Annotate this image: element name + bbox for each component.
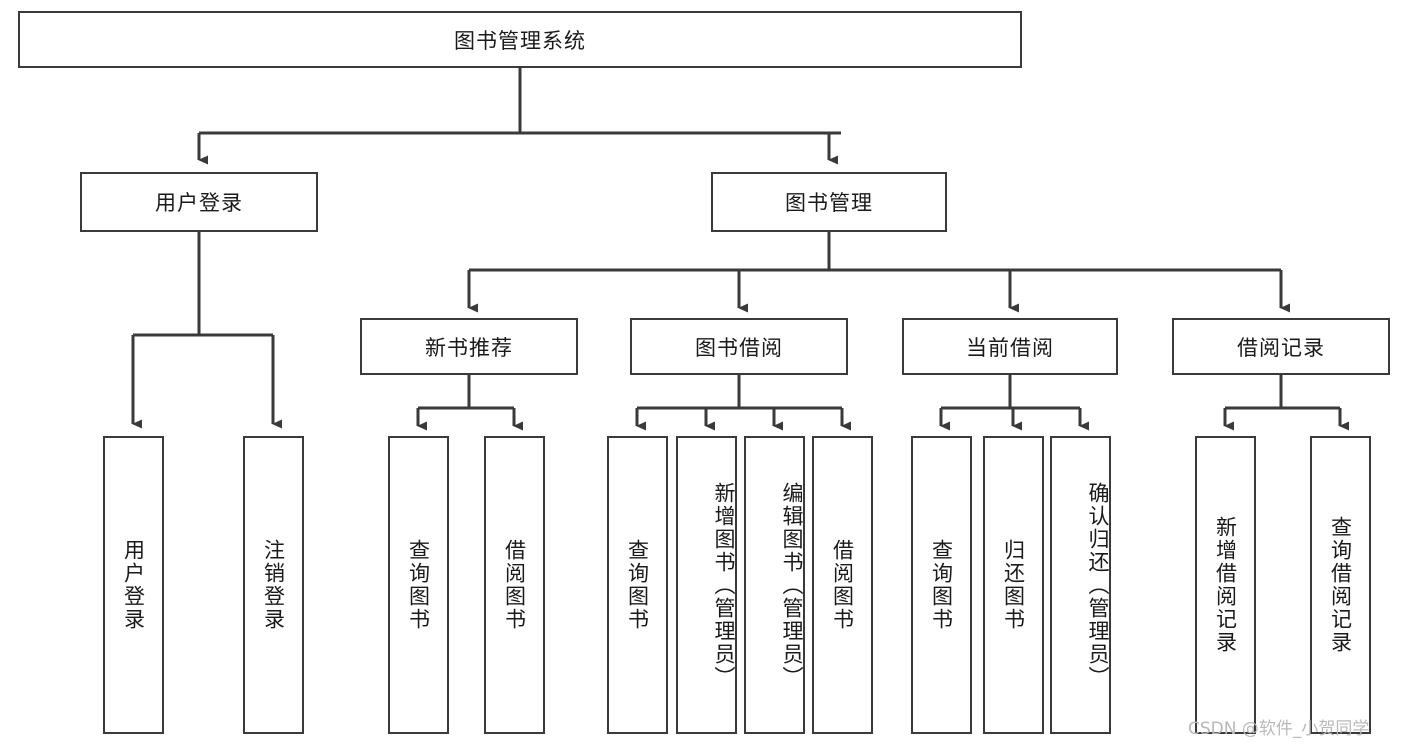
node-label: 归还图书 [1001, 539, 1026, 631]
node-leaf-edit-book-admin[interactable]: 编辑图书（管理员） [744, 436, 805, 734]
node-leaf-borrow-book[interactable]: 借阅图书 [812, 436, 873, 734]
node-label: 查询借阅记录 [1328, 516, 1353, 654]
node-label: 编辑图书（管理员） [780, 481, 804, 689]
node-label: 新增借阅记录 [1213, 516, 1238, 654]
node-label: 用户登录 [155, 191, 243, 215]
node-book-management[interactable]: 图书管理 [711, 172, 947, 232]
node-current-borrow[interactable]: 当前借阅 [902, 318, 1118, 375]
node-book-borrow[interactable]: 图书借阅 [630, 318, 848, 375]
node-label: 借阅图书 [830, 539, 855, 631]
node-label: 查询图书 [625, 539, 650, 631]
watermark-text: CSDN @软件_小贺同学 [1188, 719, 1370, 739]
node-label: 用户登录 [121, 539, 146, 631]
node-label: 查询图书 [406, 539, 431, 631]
node-leaf-confirm-return-admin[interactable]: 确认归还（管理员） [1050, 436, 1111, 734]
node-label: 查询图书 [929, 539, 954, 631]
node-book-management-system[interactable]: 图书管理系统 [18, 11, 1022, 68]
node-leaf-query-book-recommend[interactable]: 查询图书 [388, 436, 449, 734]
node-leaf-add-borrow-record[interactable]: 新增借阅记录 [1195, 436, 1256, 734]
node-leaf-logout-login[interactable]: 注销登录 [243, 436, 304, 734]
node-leaf-query-borrow-record[interactable]: 查询借阅记录 [1310, 436, 1371, 734]
node-label: 图书管理 [785, 191, 873, 215]
node-borrow-record[interactable]: 借阅记录 [1172, 318, 1390, 375]
node-leaf-user-login[interactable]: 用户登录 [103, 436, 164, 734]
node-label: 确认归还（管理员） [1086, 481, 1110, 689]
node-user-login[interactable]: 用户登录 [80, 172, 318, 232]
node-label: 当前借阅 [966, 335, 1054, 360]
node-label: 新增图书（管理员） [712, 481, 736, 689]
node-leaf-query-book-current[interactable]: 查询图书 [911, 436, 972, 734]
node-label: 图书借阅 [695, 335, 783, 360]
node-label: 注销登录 [261, 539, 286, 631]
node-leaf-borrow-book-recommend[interactable]: 借阅图书 [484, 436, 545, 734]
node-leaf-return-book[interactable]: 归还图书 [983, 436, 1044, 734]
node-leaf-query-book-borrow[interactable]: 查询图书 [607, 436, 668, 734]
node-label: 新书推荐 [425, 335, 513, 360]
node-new-book-recommend[interactable]: 新书推荐 [360, 318, 578, 375]
node-label: 借阅记录 [1237, 335, 1325, 360]
node-leaf-add-book-admin[interactable]: 新增图书（管理员） [676, 436, 737, 734]
node-label: 借阅图书 [502, 539, 527, 631]
node-label: 图书管理系统 [454, 28, 586, 53]
